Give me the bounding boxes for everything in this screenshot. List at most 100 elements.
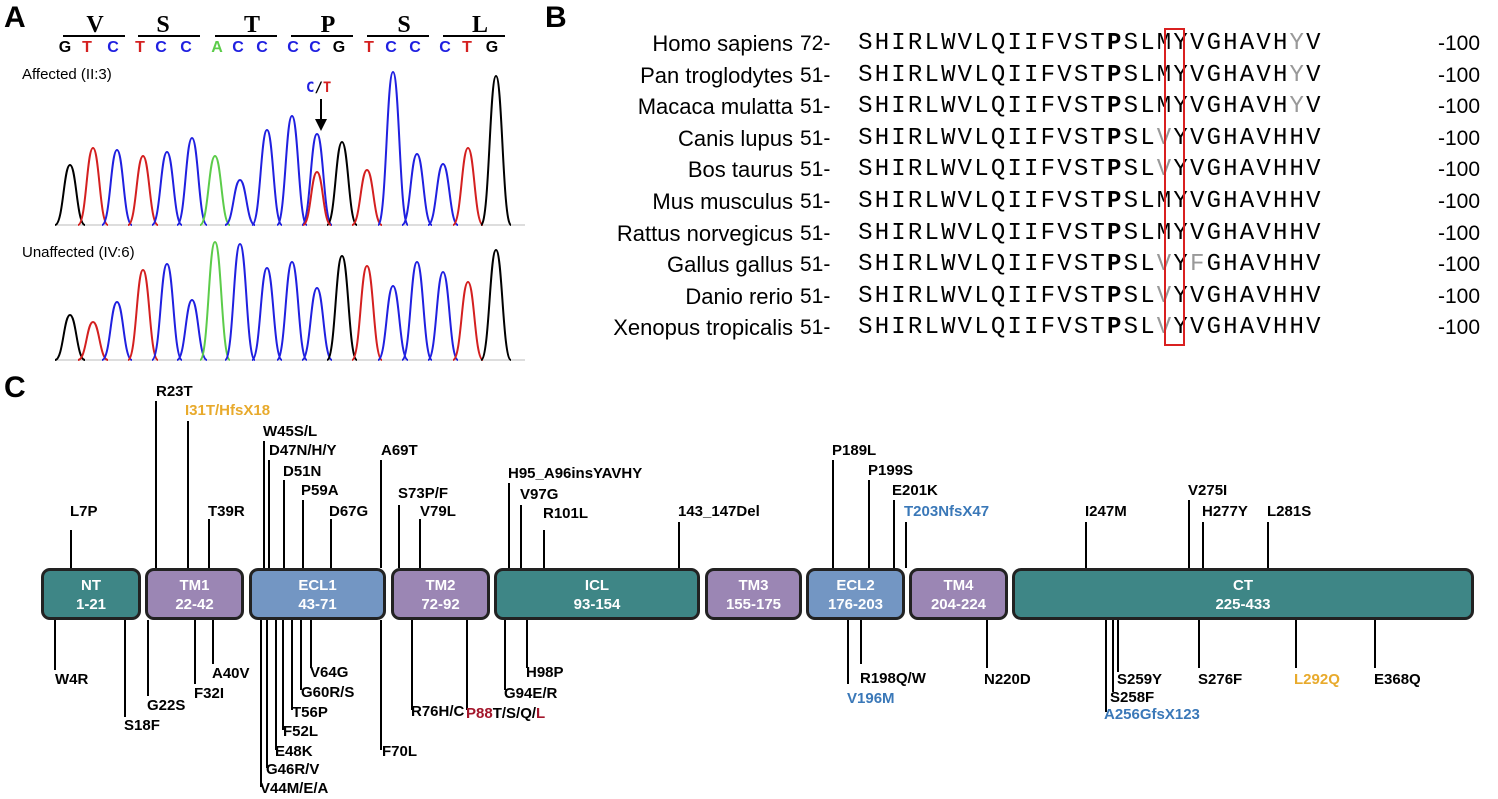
domain-range: 155-175 xyxy=(725,596,782,613)
mutation-line xyxy=(268,460,270,568)
residue: Q xyxy=(990,219,1006,247)
residue: V xyxy=(1306,282,1321,310)
codon-bar xyxy=(138,35,200,37)
trace-peak xyxy=(251,266,283,361)
residue: L xyxy=(924,251,939,279)
mutation-line xyxy=(147,620,149,696)
residue: H xyxy=(874,124,890,152)
mutation-line xyxy=(678,522,680,568)
mutation-line xyxy=(124,620,126,717)
residue: M xyxy=(1156,188,1172,215)
residue: Q xyxy=(990,30,1006,57)
residue: H xyxy=(1272,282,1288,310)
sequence: SHIRLWVLQIIFVSTPSLVYVGHAVHHV xyxy=(857,282,1322,312)
mutation-label: F52L xyxy=(283,723,319,740)
mutation-label: D67G xyxy=(329,503,369,520)
residue: V xyxy=(1306,30,1321,57)
residue: T xyxy=(1090,219,1105,247)
residue: I xyxy=(1007,156,1022,184)
residue: R xyxy=(907,61,923,89)
residue: W xyxy=(941,124,956,152)
sequence-end: -100 xyxy=(1438,158,1481,182)
residue: L xyxy=(974,251,989,279)
residue: Q xyxy=(990,156,1006,184)
residue: S xyxy=(1123,124,1138,152)
mutation-label-p88: P88T/S/Q/L xyxy=(466,705,545,723)
mutation-line xyxy=(1117,620,1119,672)
domain-name: ECL2 xyxy=(836,577,875,594)
mutation-label: S73P/F xyxy=(398,485,449,502)
sequence: SHIRLWVLQIIFVSTPSLMYVGHAVHYV xyxy=(857,92,1322,122)
domain-name: CT xyxy=(1233,577,1253,594)
mutation-line xyxy=(1105,620,1107,712)
residue: H xyxy=(1223,251,1238,279)
residue: Q xyxy=(990,61,1006,89)
mutation-label: H95_A96insYAVHY xyxy=(508,465,643,482)
residue: R xyxy=(907,314,923,342)
residue: W xyxy=(941,282,956,310)
residue: L xyxy=(974,219,989,247)
residue: V xyxy=(1306,251,1321,279)
residue: H xyxy=(1223,219,1238,247)
residue: V xyxy=(1156,124,1172,152)
mutation-line xyxy=(187,421,189,568)
residue: S xyxy=(1073,93,1089,121)
mutation-arrow-icon xyxy=(315,99,327,131)
domain-name: NT xyxy=(81,577,101,594)
residue: S xyxy=(858,93,873,121)
residue: G xyxy=(1206,93,1221,121)
mutation-label: V44M/E/A xyxy=(260,780,329,797)
residue: L xyxy=(924,282,939,310)
domain-range: 43-71 xyxy=(298,596,337,613)
residue: W xyxy=(941,188,956,215)
mutation-label: V97G xyxy=(520,486,559,503)
residue: V xyxy=(957,251,973,279)
residue: V xyxy=(1256,156,1271,184)
domain-name: TM3 xyxy=(738,577,769,594)
species-name: Xenopus tropicalis xyxy=(613,315,793,341)
residue: V xyxy=(1256,30,1271,57)
sequence: SHIRLWVLQIIFVSTPSLVYVGHAVHHV xyxy=(857,124,1322,154)
nucleotide: G xyxy=(332,39,346,56)
residue: S xyxy=(1073,124,1089,152)
species-name: Danio rerio xyxy=(685,283,793,309)
residue: V xyxy=(1306,314,1321,342)
mutation-line xyxy=(868,480,870,568)
residue: W xyxy=(941,93,956,121)
mutation-label: 143_147Del xyxy=(678,503,760,520)
residue: T xyxy=(1090,188,1105,215)
residue: I xyxy=(891,30,906,57)
residue: I xyxy=(891,124,906,152)
residue: V xyxy=(1306,124,1321,152)
mutation-label: V64G xyxy=(310,664,349,681)
residue: V xyxy=(1189,282,1205,310)
mutation-line xyxy=(1188,500,1190,568)
residue: V xyxy=(1189,124,1205,152)
codon-bar xyxy=(291,35,353,37)
residue: S xyxy=(1073,282,1089,310)
residue: V xyxy=(1256,188,1271,215)
residue: G xyxy=(1206,314,1221,342)
trace-peak xyxy=(55,163,86,226)
mutation-line xyxy=(508,483,510,568)
residue: Q xyxy=(990,282,1006,310)
residue: H xyxy=(874,314,890,342)
trace-peak xyxy=(199,154,231,226)
residue: A xyxy=(1239,93,1255,121)
sequence: SHIRLWVLQIIFVSTPSLMYVGHAVHHV xyxy=(857,187,1322,217)
residue: L xyxy=(1140,93,1155,121)
residue: H xyxy=(1223,124,1238,152)
mutation-label: S276F xyxy=(1198,671,1243,688)
residue: A xyxy=(1239,61,1255,89)
domain-name: TM2 xyxy=(425,577,456,594)
residue: H xyxy=(874,219,890,247)
residue: V xyxy=(1057,314,1072,342)
trace-peak xyxy=(452,146,484,226)
residue: F xyxy=(1040,30,1056,57)
sequence: SHIRLWVLQIIFVSTPSLVYVGHAVHHV xyxy=(857,313,1322,343)
mutation-line xyxy=(380,620,382,750)
residue: L xyxy=(924,314,939,342)
trace-peak xyxy=(301,132,333,226)
residue: T xyxy=(1090,156,1105,184)
